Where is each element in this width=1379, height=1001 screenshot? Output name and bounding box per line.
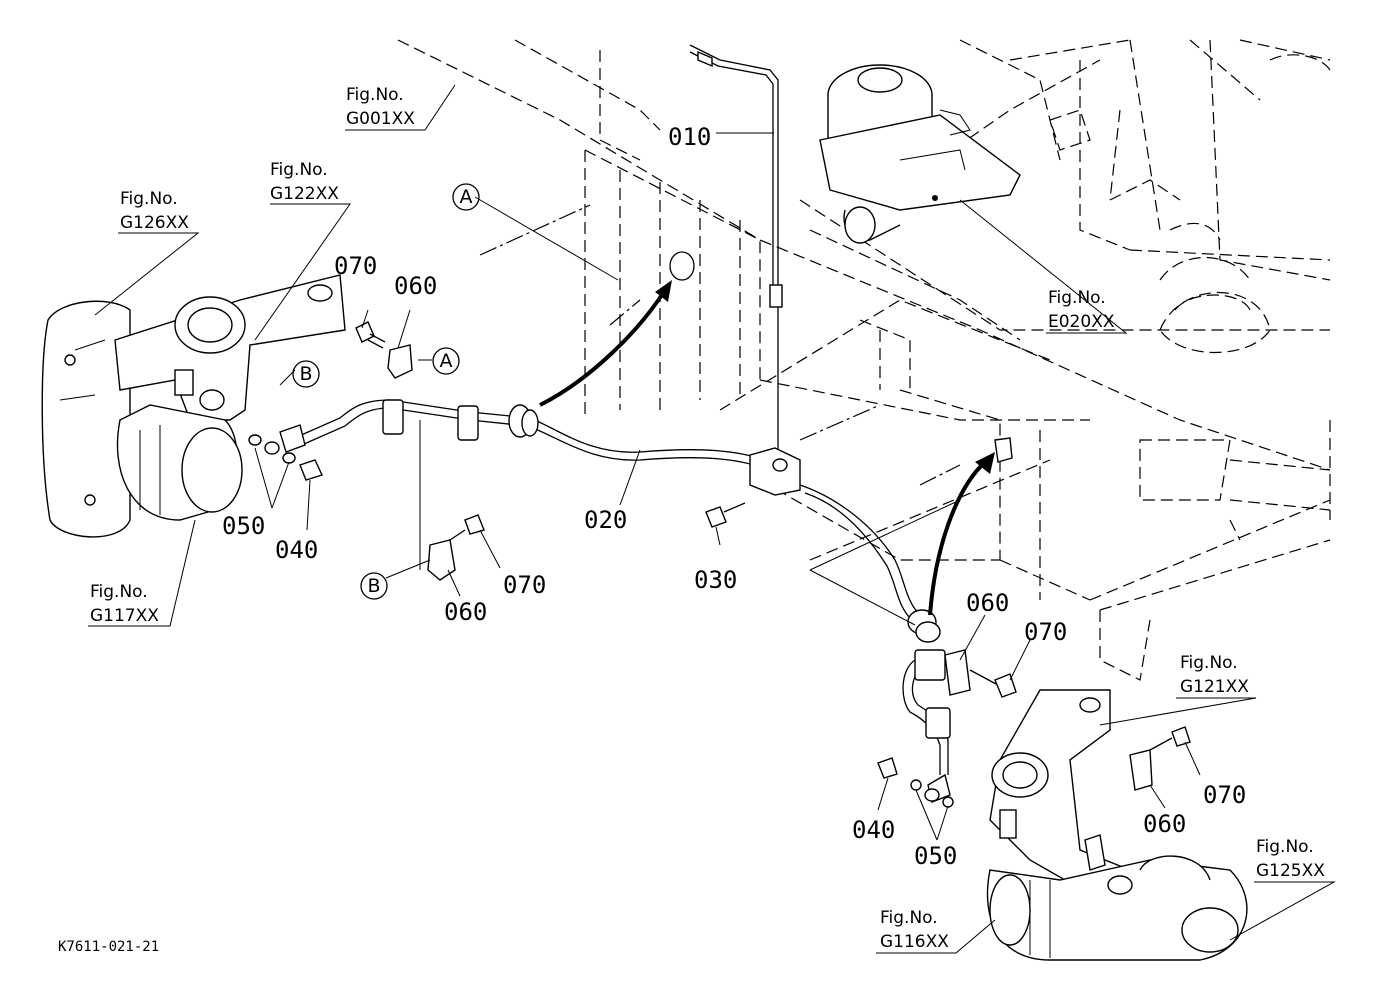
part-label-030: 030 bbox=[694, 566, 737, 594]
detail-arrows bbox=[539, 251, 1013, 616]
master-cylinder bbox=[819, 64, 1021, 244]
fig-ref-g126-line1: Fig.No. bbox=[120, 189, 178, 209]
callout-b-clip: B bbox=[360, 572, 388, 600]
part-label-060-right-upper: 060 bbox=[966, 589, 1009, 617]
part-label-070-top: 070 bbox=[334, 252, 377, 280]
fig-ref-g121-line1: Fig.No. bbox=[1180, 653, 1238, 673]
part-label-060-right-lower: 060 bbox=[1143, 810, 1186, 838]
fig-ref-g125-line2: G125XX bbox=[1256, 861, 1325, 881]
part-label-070-right-upper: 070 bbox=[1024, 618, 1067, 646]
fig-ref-g116-line2: G116XX bbox=[880, 932, 949, 952]
fig-ref-g116-line1: Fig.No. bbox=[880, 908, 938, 928]
callout-a-clip-letter: A bbox=[440, 350, 453, 372]
fig-ref-g122-line2: G122XX bbox=[270, 184, 339, 204]
fig-ref-g122-line1: Fig.No. bbox=[270, 160, 328, 180]
callout-b-clip-letter: B bbox=[367, 575, 380, 597]
callout-b-knuckle: B bbox=[292, 360, 320, 388]
fig-ref-g126-line2: G126XX bbox=[120, 213, 189, 233]
part-label-020: 020 bbox=[584, 506, 627, 534]
callout-a-clip: A bbox=[432, 347, 460, 375]
centerlines bbox=[479, 204, 961, 486]
drawing-code: K7611-021-21 bbox=[58, 939, 159, 955]
callout-a-top: A bbox=[452, 183, 480, 211]
fig-ref-g117-line2: G117XX bbox=[90, 606, 159, 626]
part-label-070-bottom: 070 bbox=[503, 571, 546, 599]
fig-ref-g125-line1: Fig.No. bbox=[1256, 837, 1314, 857]
chassis-frame bbox=[397, 39, 1331, 681]
part-label-040-right: 040 bbox=[852, 816, 895, 844]
part-label-050-right: 050 bbox=[914, 842, 957, 870]
fig-ref-g121-line2: G121XX bbox=[1180, 677, 1249, 697]
callout-b-knuckle-letter: B bbox=[299, 363, 312, 385]
fasteners bbox=[248, 321, 1191, 808]
fig-ref-g001-line1: Fig.No. bbox=[346, 85, 404, 105]
fig-ref-e020-line1: Fig.No. bbox=[1048, 288, 1106, 308]
callout-a-top-letter: A bbox=[460, 186, 473, 208]
fig-ref-g001-line2: G001XX bbox=[346, 109, 415, 129]
fig-ref-g117-line1: Fig.No. bbox=[90, 582, 148, 602]
brake-hose-020 bbox=[289, 399, 949, 775]
part-label-010: 010 bbox=[668, 123, 711, 151]
hose-fittings bbox=[279, 399, 951, 803]
right-steering-knuckle bbox=[986, 689, 1248, 961]
leader-lines bbox=[88, 84, 1336, 954]
part-label-040-left: 040 bbox=[275, 536, 318, 564]
part-label-050-left: 050 bbox=[222, 512, 265, 540]
part-label-060-top: 060 bbox=[394, 272, 437, 300]
part-label-060-bottom: 060 bbox=[444, 598, 487, 626]
part-label-070-right-lower: 070 bbox=[1203, 781, 1246, 809]
fig-ref-e020-line2: E020XX bbox=[1048, 312, 1115, 332]
brake-pipe-010 bbox=[689, 44, 783, 460]
left-steering-knuckle bbox=[41, 274, 346, 538]
